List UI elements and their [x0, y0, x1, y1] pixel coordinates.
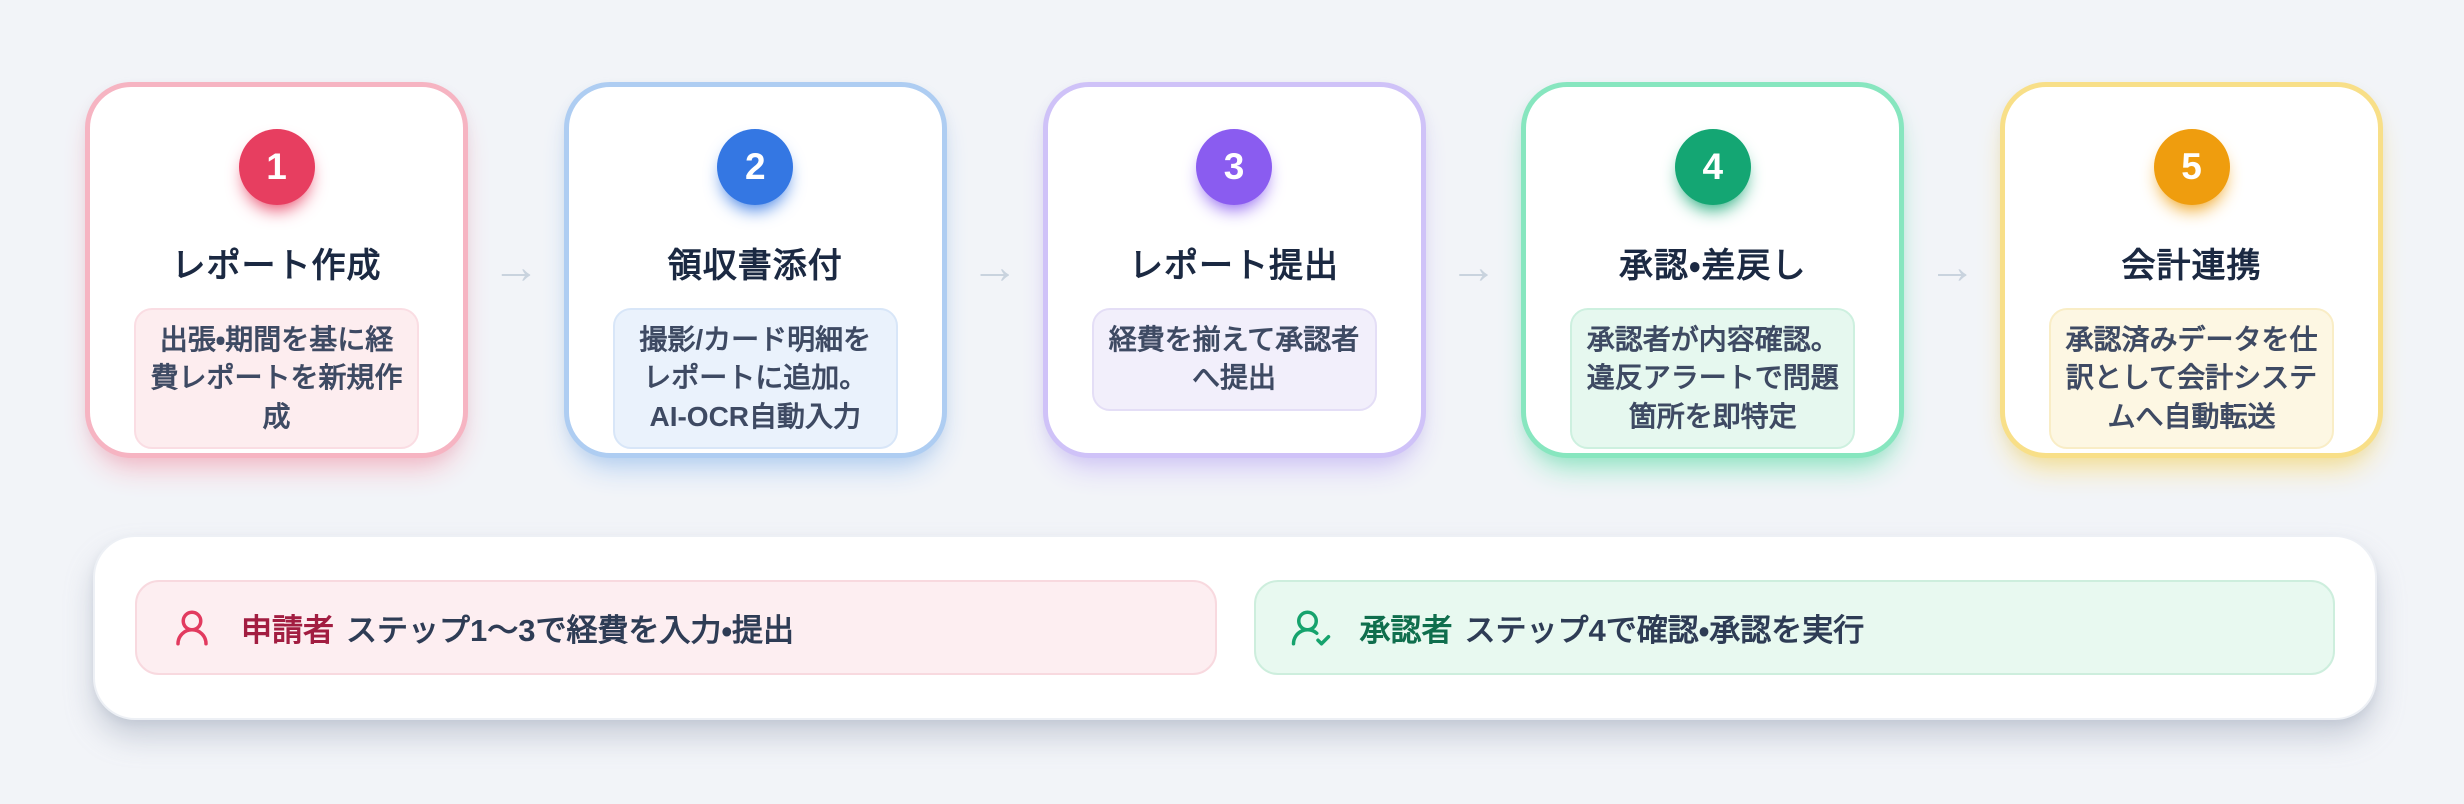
legend-role-label: 承認者	[1359, 613, 1453, 648]
arrow-right-icon: →	[491, 240, 540, 294]
legend-applicant-text: 申請者ステップ1〜3で経費を入力・提出	[241, 605, 794, 650]
step-title: レポート作成	[171, 247, 382, 285]
legend-role-description: ステップ1〜3で経費を入力・提出	[346, 613, 795, 648]
step-number-badge: 4	[1674, 129, 1751, 205]
legend-role-label: 申請者	[241, 613, 334, 648]
flow-steps-row: 1 レポート作成 出張・期間を基に経費レポートを新規作成 → 2 領収書添付 撮…	[85, 82, 2383, 458]
step-card-3: 3 レポート提出 経費を揃えて承認者へ提出	[1042, 82, 1426, 458]
legend-applicant: 申請者ステップ1〜3で経費を入力・提出	[135, 580, 1217, 675]
step-description: 撮影/カード明細をレポートに追加。AI-OCR自動入力	[612, 308, 898, 450]
step-number-badge: 1	[238, 129, 315, 205]
step-description: 出張・期間を基に経費レポートを新規作成	[134, 308, 419, 450]
arrow-right-icon: →	[1928, 240, 1977, 294]
legend-role-description: ステップ4で確認・承認を実行	[1464, 613, 1865, 648]
user-icon	[176, 610, 208, 645]
step-card-1: 1 レポート作成 出張・期間を基に経費レポートを新規作成	[85, 82, 468, 458]
step-description: 承認者が内容確認。違反アラートで問題箇所を即特定	[1570, 308, 1856, 450]
legend-bar: 申請者ステップ1〜3で経費を入力・提出 承認者ステップ4で確認・承認を実行	[93, 535, 2377, 720]
step-title: レポート提出	[1129, 247, 1339, 285]
step-card-4: 4 承認・差戻し 承認者が内容確認。違反アラートで問題箇所を即特定	[1521, 82, 1905, 458]
step-number-badge: 5	[2153, 129, 2230, 205]
step-description: 承認済みデータを仕訳として会計システムへ自動転送	[2049, 308, 2334, 450]
step-description: 経費を揃えて承認者へ提出	[1091, 308, 1377, 411]
user-check-icon	[1291, 610, 1330, 645]
step-title: 会計連携	[2121, 247, 2262, 285]
step-number-badge: 2	[717, 129, 794, 205]
step-card-5: 5 会計連携 承認済みデータを仕訳として会計システムへ自動転送	[2000, 82, 2383, 458]
arrow-right-icon: →	[1449, 240, 1498, 294]
step-title: 承認・差戻し	[1618, 247, 1807, 285]
step-card-2: 2 領収書添付 撮影/カード明細をレポートに追加。AI-OCR自動入力	[563, 82, 947, 458]
step-title: 領収書添付	[667, 247, 843, 285]
step-number-badge: 3	[1196, 129, 1272, 205]
arrow-right-icon: →	[970, 240, 1019, 294]
legend-approver: 承認者ステップ4で確認・承認を実行	[1253, 580, 2335, 675]
legend-approver-text: 承認者ステップ4で確認・承認を実行	[1360, 605, 1865, 650]
